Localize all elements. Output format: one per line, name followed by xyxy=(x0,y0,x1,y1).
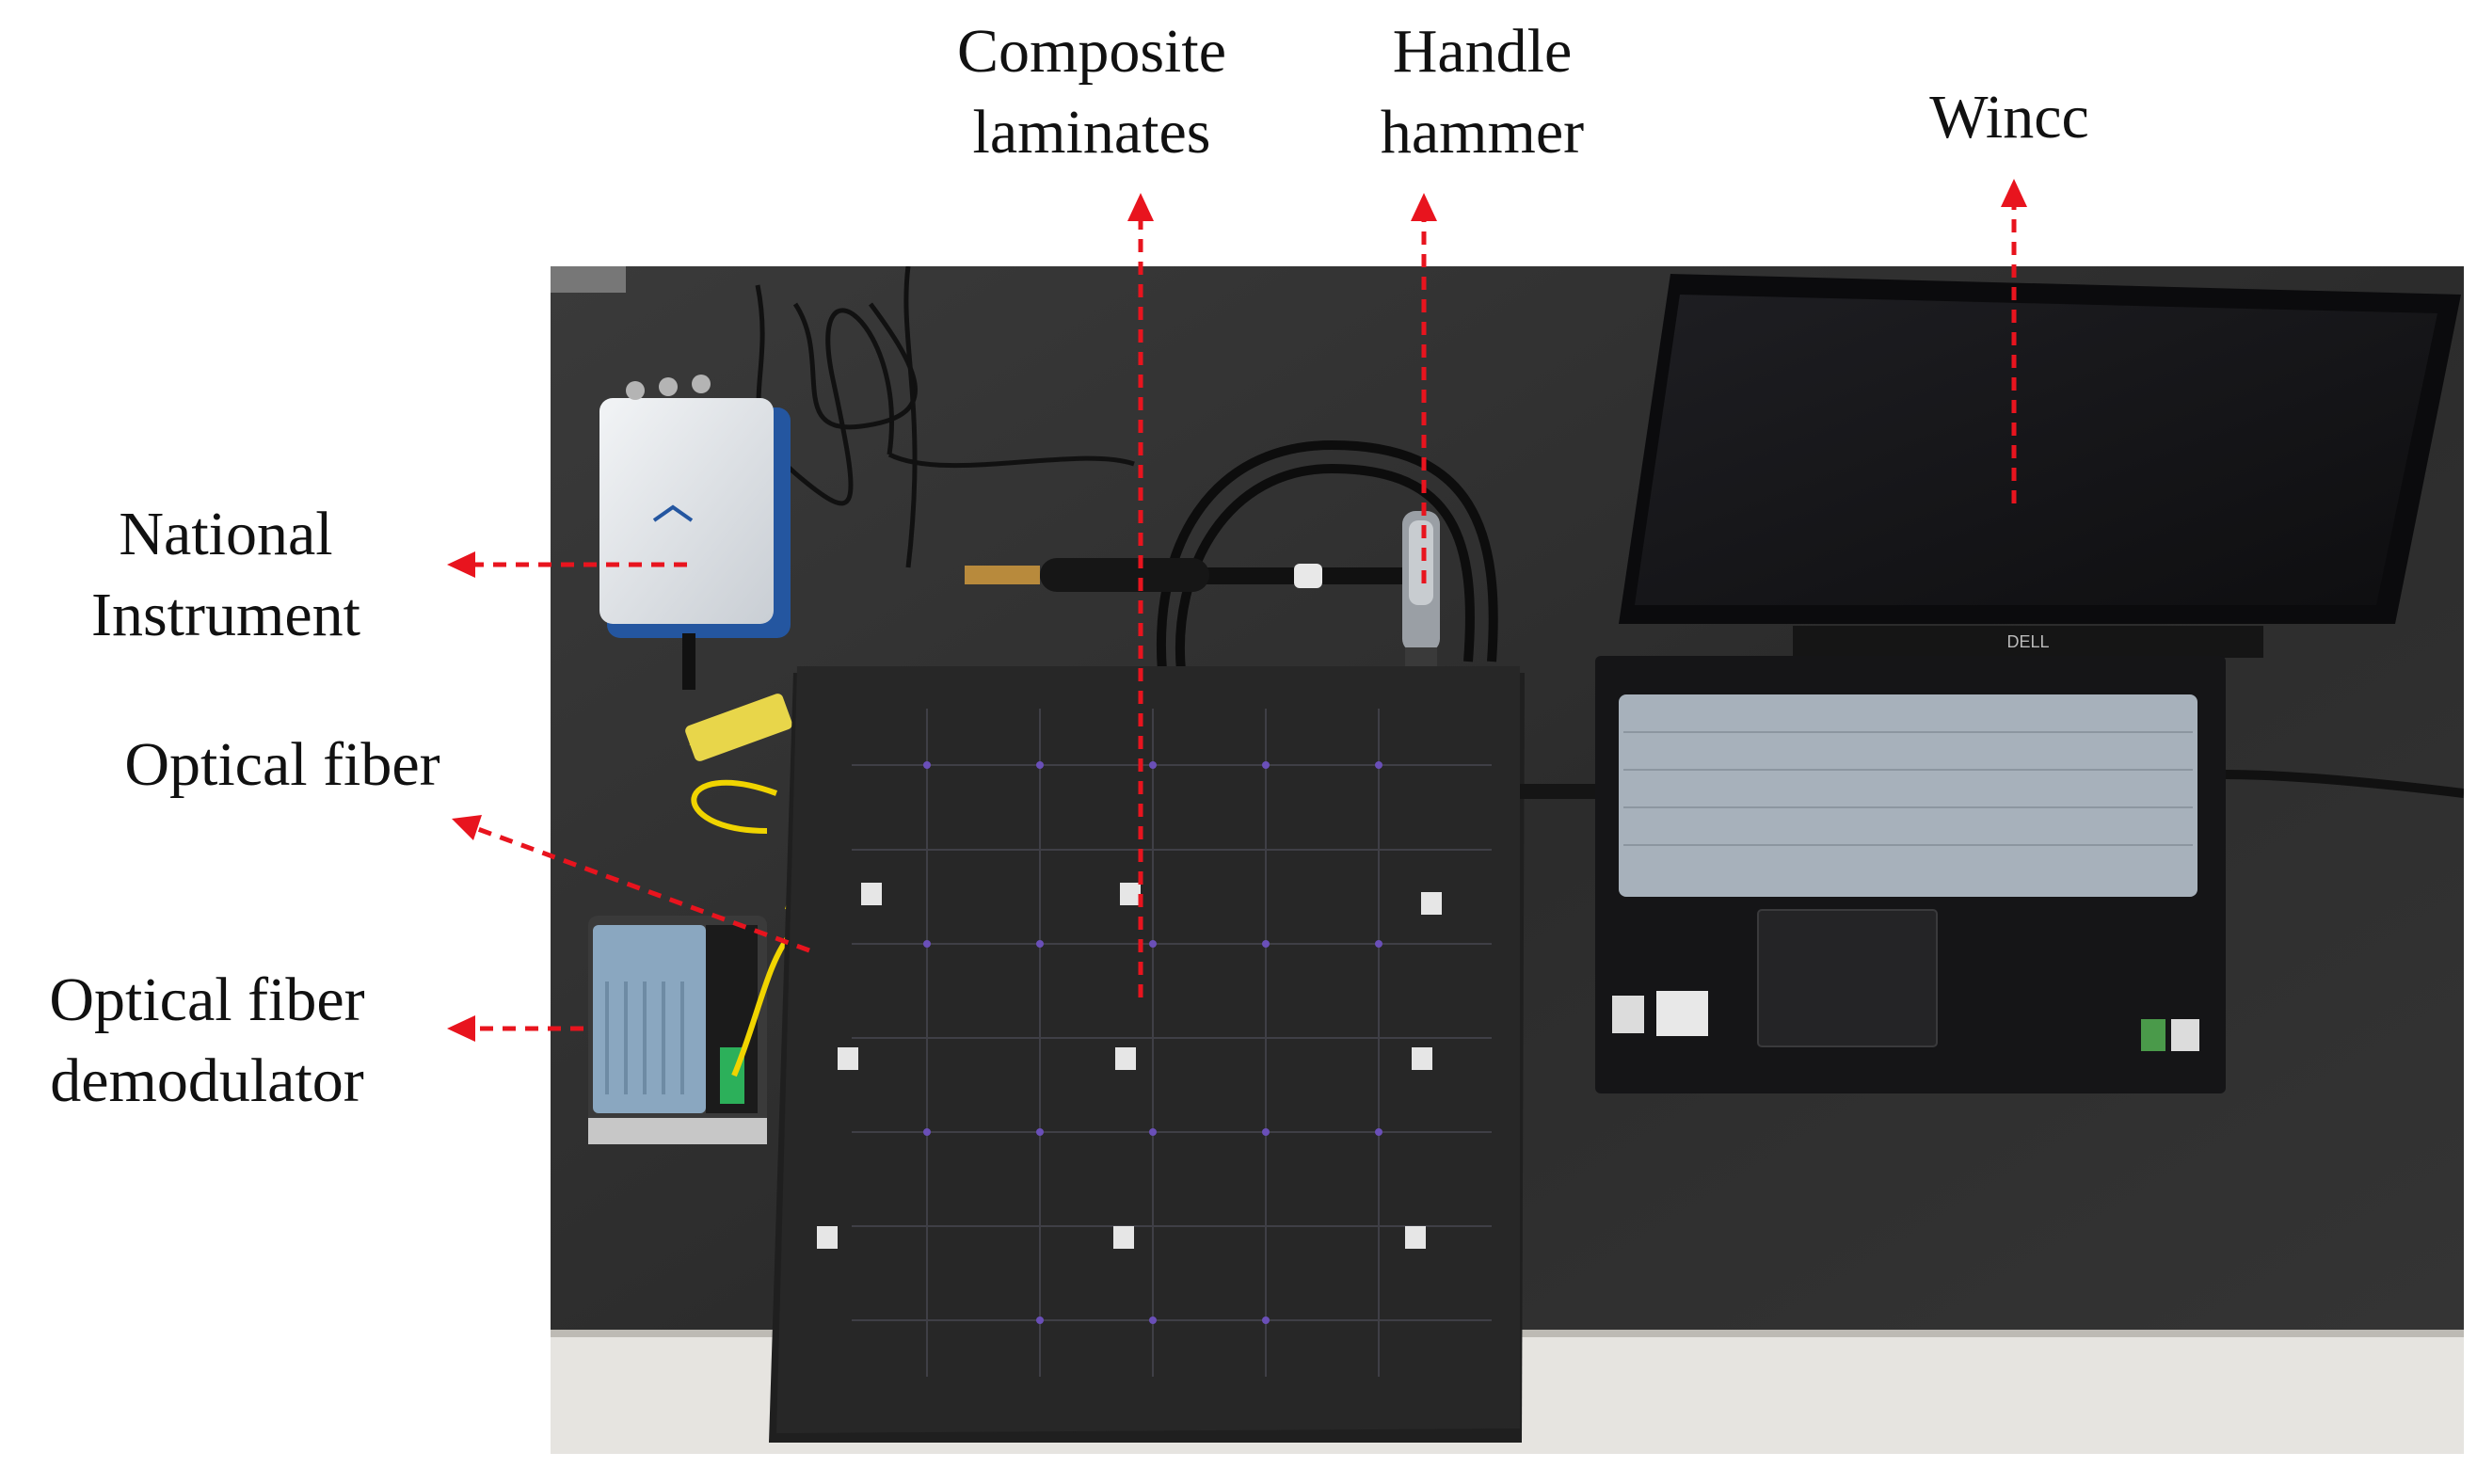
label-optical-fiber-demodulator: Optical fiber demodulator xyxy=(0,960,414,1122)
arrowhead xyxy=(447,1015,475,1042)
sensor-body xyxy=(1040,558,1209,592)
label-line: Composite xyxy=(956,17,1226,86)
laptop: DELL xyxy=(1520,274,2464,1093)
handle-hammer xyxy=(1402,511,1440,676)
experiment-setup-photo: DELL xyxy=(551,266,2464,1454)
arrowhead xyxy=(452,815,482,840)
label-composite-laminates: Composite laminates xyxy=(903,11,1280,173)
label-line: Wincc xyxy=(1929,83,2089,152)
arrowhead xyxy=(447,551,475,578)
composite-laminate-plate xyxy=(769,666,1525,1443)
cable-clip xyxy=(1294,564,1322,588)
label-national-instrument: National Instrument xyxy=(38,494,414,656)
corner-object xyxy=(551,266,626,293)
optical-fiber-demodulator xyxy=(588,916,767,1144)
national-instrument-device xyxy=(599,375,791,690)
label-wincc: Wincc xyxy=(1882,77,2136,158)
label-line: Handle xyxy=(1392,17,1573,86)
yellow-tag xyxy=(685,694,792,761)
label-line: Optical fiber xyxy=(49,965,365,1034)
label-line: National xyxy=(119,500,333,568)
label-line: Instrument xyxy=(91,581,360,649)
arrowhead xyxy=(1127,193,1154,221)
arrowhead xyxy=(1411,193,1437,221)
label-handle-hammer: Handle hammer xyxy=(1327,11,1638,173)
label-line: Optical fiber xyxy=(124,730,440,799)
label-optical-fiber: Optical fiber xyxy=(75,725,489,806)
arrowhead xyxy=(2001,179,2027,207)
label-line: laminates xyxy=(972,98,1211,167)
sensor-tip xyxy=(965,566,1040,584)
label-line: demodulator xyxy=(50,1046,364,1115)
laptop-brand: DELL xyxy=(2006,632,2049,651)
label-line: hammer xyxy=(1380,98,1585,167)
